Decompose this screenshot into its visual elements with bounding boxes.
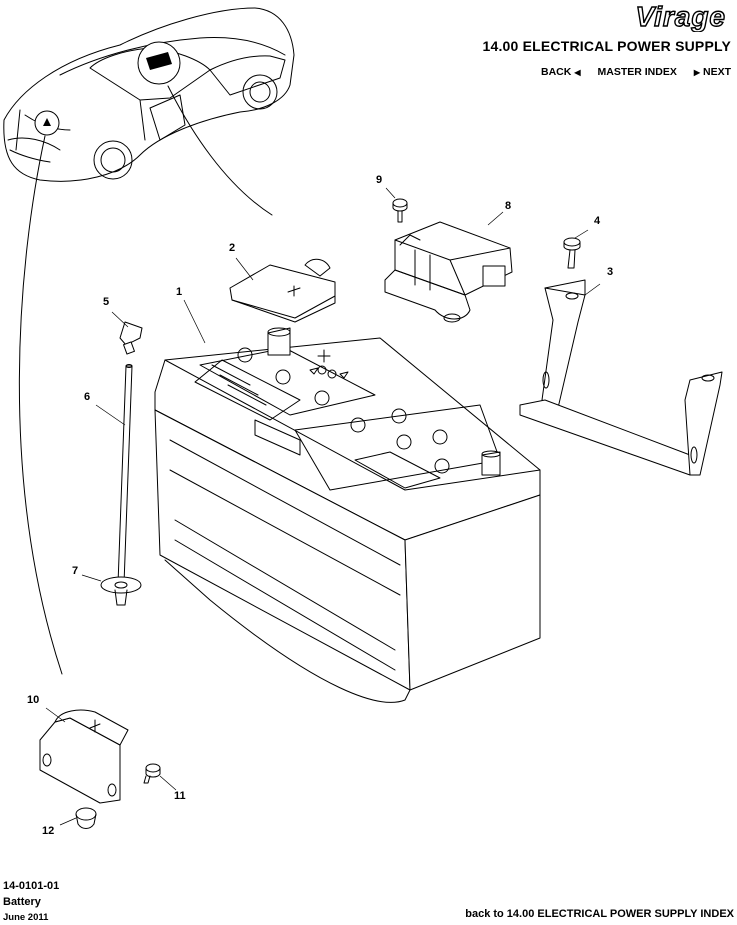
master-index-link[interactable]: MASTER INDEX (597, 66, 677, 78)
callout-6: 6 (84, 391, 91, 403)
part-6-vent-tube (117, 364, 133, 585)
triangle-right-icon: ▶ (693, 67, 700, 77)
part-3-bracket (519, 279, 723, 476)
part-11-screw (143, 763, 161, 784)
callout-1: 1 (176, 286, 183, 298)
car-locator-illustration (3, 7, 295, 182)
next-label: NEXT (702, 66, 731, 78)
diagram-code: 14-0101-01 (3, 880, 60, 892)
back-link[interactable]: BACK ◀ (541, 66, 584, 78)
triangle-left-icon: ◀ (574, 67, 581, 77)
callout-12: 12 (42, 825, 55, 837)
back-to-index-link[interactable]: back to 14.00 ELECTRICAL POWER SUPPLY IN… (465, 908, 734, 920)
callout-2: 2 (229, 242, 236, 254)
part-2-cover (229, 258, 336, 323)
callout-9: 9 (376, 174, 383, 186)
part-1-battery (154, 327, 541, 703)
callout-4: 4 (594, 215, 601, 227)
back-label: BACK (540, 66, 572, 78)
part-12-plug (75, 807, 97, 829)
callout-3: 3 (607, 266, 614, 278)
next-link[interactable]: ▶ NEXT (691, 66, 731, 78)
diagram-name: Battery (3, 896, 41, 908)
diagram-date: June 2011 (3, 912, 49, 923)
callout-7: 7 (72, 565, 79, 577)
part-4-bolt (563, 237, 581, 269)
callout-8: 8 (505, 200, 512, 212)
svg-text:Virage: Virage (635, 2, 726, 32)
section-title: 14.00 ELECTRICAL POWER SUPPLY (482, 38, 731, 54)
part-8-module (384, 221, 513, 323)
callout-11: 11 (174, 790, 186, 802)
navigation-bar: BACK ◀ MASTER INDEX ▶ NEXT (541, 66, 731, 78)
part-5-connector (119, 321, 143, 355)
part-7-grommet (100, 576, 142, 606)
virage-logo: Virage (635, 2, 726, 32)
callout-5: 5 (103, 296, 110, 308)
part-9-bolt (392, 198, 408, 223)
part-10-bracket (39, 709, 129, 804)
callout-10: 10 (27, 694, 40, 706)
